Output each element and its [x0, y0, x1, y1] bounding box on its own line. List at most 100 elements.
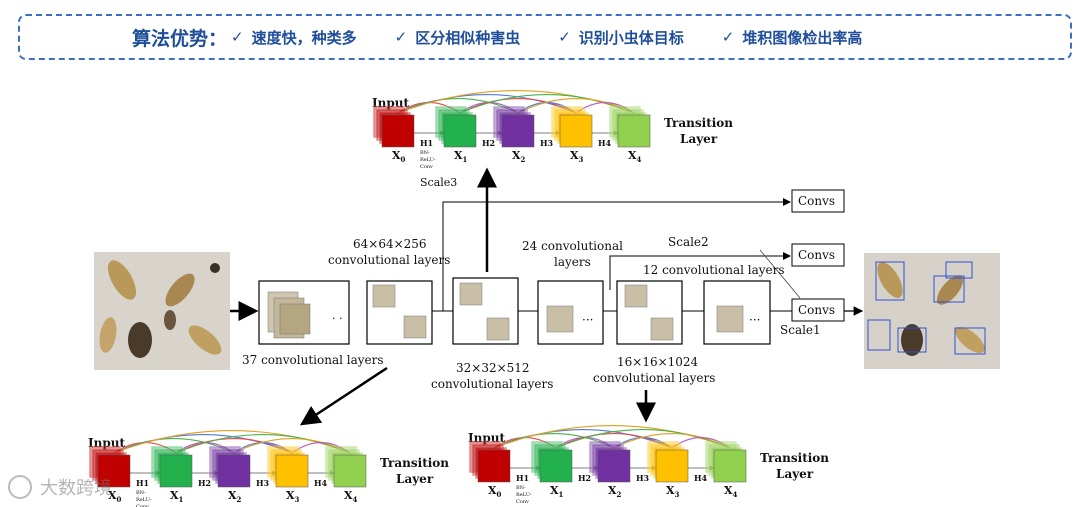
watermark-text: 大数跨境 [40, 478, 112, 499]
layer-label: X3 [666, 484, 680, 499]
advantage-text: 堆积图像检出率高 [742, 28, 863, 47]
stage-label-32: 32×32×512 [456, 361, 530, 375]
h1-caption: Conv [420, 164, 433, 170]
advantage-item: ✓ 速度快，种类多 [231, 27, 357, 48]
banner-title: 算法优势： [132, 27, 228, 50]
transition-layer-label: Transition [380, 456, 449, 470]
algorithm-advantages-banner: 算法优势： ✓ 速度快，种类多 ✓ 区分相似种害虫 ✓ 识别小虫体目标 ✓ 堆积… [18, 14, 1072, 60]
detection-photo-icon [864, 253, 1000, 369]
watermark-logo-icon [8, 475, 32, 499]
watermark: 大数跨境 [8, 470, 158, 504]
feature-map-thumbnails [267, 282, 744, 341]
advantage-item: ✓ 区分相似种害虫 [395, 27, 521, 48]
stage-label-32: convolutional layers [431, 377, 553, 391]
layer-label: X0 [392, 149, 406, 164]
h1-caption: BN- [516, 485, 526, 491]
convs-box-scale3 [791, 189, 845, 213]
check-icon: ✓ [721, 28, 735, 46]
convs-label: Convs [798, 303, 835, 317]
convs-box-scale1 [791, 298, 845, 322]
ellipsis: · · [332, 312, 343, 325]
layer-label: X3 [286, 489, 300, 504]
check-icon: ✓ [231, 28, 244, 46]
layer-label: X1 [454, 149, 468, 164]
layer-label: X4 [628, 149, 642, 164]
convs-label: Convs [798, 194, 835, 208]
feature-cube-x4 [324, 445, 367, 488]
h1-caption: BN- [136, 490, 146, 496]
h1-caption: ReLU- [420, 157, 436, 163]
layer-label: X2 [608, 484, 622, 499]
feature-cube-x0 [372, 105, 415, 148]
stage-box-1 [258, 280, 350, 345]
feature-cube-x1 [530, 440, 573, 483]
transition-label: H1 [516, 473, 529, 483]
transition-label: H3 [540, 138, 554, 148]
h1-caption: ReLU- [516, 492, 532, 498]
transition-label: H3 [636, 473, 650, 483]
transition-label: H4 [314, 478, 328, 488]
scale3-label: Scale3 [420, 176, 457, 189]
layer-label: X1 [170, 489, 184, 504]
transition-label: H1 [136, 478, 149, 488]
stage-box-5 [616, 280, 683, 345]
h1-caption: ReLU- [136, 497, 152, 503]
transition-layer-label: Layer [680, 132, 718, 146]
advantage-item: ✓ 堆积图像检出率高 [722, 27, 863, 48]
feature-cube-x0 [88, 445, 131, 488]
feature-cube-x4 [704, 440, 747, 483]
feature-cube-x1 [150, 445, 193, 488]
feature-cube-x2 [492, 105, 535, 148]
stage-label-64: 64×64×256 [353, 237, 427, 251]
h1-caption: Conv [136, 504, 149, 507]
transition-label: H4 [598, 138, 612, 148]
scale1-label: Scale1 [780, 323, 821, 337]
stage-label-24: layers [554, 255, 591, 269]
transition-label: H2 [482, 138, 495, 148]
transition-layer-label: Transition [664, 116, 733, 130]
advantage-text: 识别小虫体目标 [578, 28, 684, 47]
transition-layer-label: Transition [760, 451, 829, 465]
feature-cube-x3 [646, 440, 689, 483]
stage-label-16: convolutional layers [593, 371, 715, 385]
input-label: Input [88, 436, 125, 450]
insect-photo-icon [94, 252, 230, 370]
check-icon: ✓ [394, 28, 408, 46]
feature-cube-x4 [608, 105, 651, 148]
layer-label: X4 [344, 489, 358, 504]
stage-label-24: 24 convolutional [522, 239, 623, 253]
stage-box-6 [703, 280, 771, 345]
layer-label: X0 [488, 484, 502, 499]
transition-label: H1 [420, 138, 433, 148]
advantage-text: 区分相似种害虫 [415, 28, 521, 47]
transition-layer-label: Layer [396, 472, 434, 486]
convs-label: Convs [798, 248, 835, 262]
layer-label: X1 [550, 484, 564, 499]
input-label: Input [372, 96, 409, 110]
transition-label: H4 [694, 473, 708, 483]
stage-label-12: 12 convolutional layers [643, 263, 785, 277]
input-label: Input [468, 431, 505, 445]
feature-cube-x1 [434, 105, 477, 148]
stage-box-4 [537, 280, 604, 345]
transition-label: H2 [578, 473, 591, 483]
transition-layer-label: Layer [776, 467, 814, 481]
transition-label: H2 [198, 478, 211, 488]
h1-caption: Conv [516, 499, 529, 505]
h1-caption: BN- [420, 150, 430, 156]
ellipsis: ··· [582, 313, 593, 327]
layer-label: X2 [228, 489, 242, 504]
feature-cube-x3 [550, 105, 593, 148]
feature-cube-x2 [208, 445, 251, 488]
feature-cube-x0 [468, 440, 511, 483]
feature-cube-x3 [266, 445, 309, 488]
check-icon: ✓ [558, 28, 571, 46]
convs-box-scale2 [791, 243, 845, 267]
transition-label: H3 [256, 478, 270, 488]
scale2-label: Scale2 [668, 235, 709, 249]
stage-box-2 [366, 280, 433, 345]
